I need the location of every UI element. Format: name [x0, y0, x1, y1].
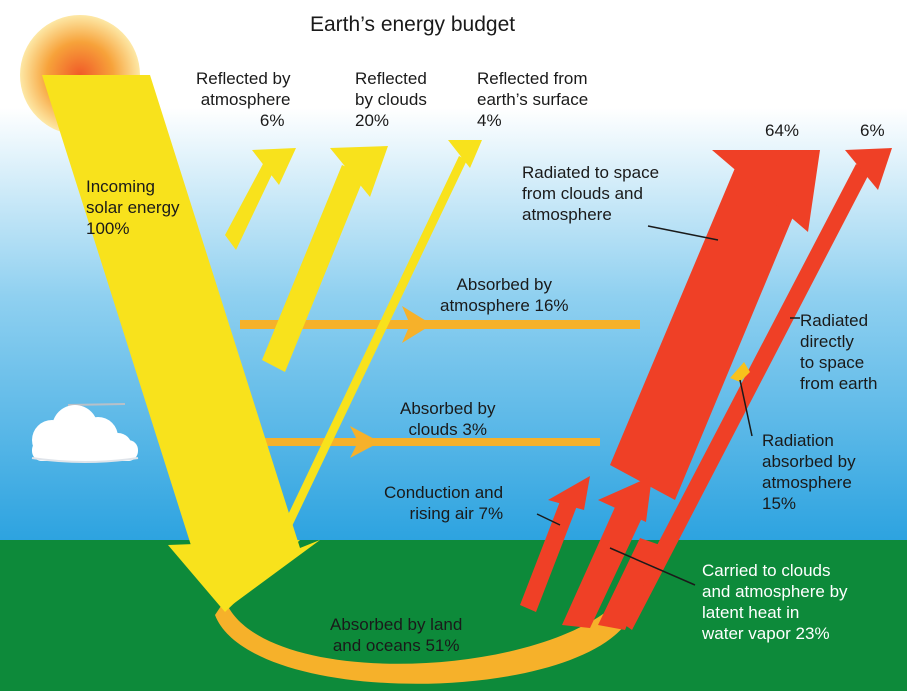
- reflected-surface-arrow: [276, 140, 482, 543]
- radiated-direct-label: Radiated directly to space from earth: [800, 311, 878, 393]
- absorbed-clouds-label: Absorbed by clouds 3%: [400, 399, 496, 439]
- reflected-atmosphere-arrow: [225, 148, 296, 250]
- leader-lines: [536, 225, 800, 586]
- radiation-absorbed-arrow: [730, 362, 750, 382]
- radiated-direct-percent: 6%: [860, 121, 885, 140]
- cloud-icon: [31, 403, 139, 463]
- conduction-label: Conduction and rising air 7%: [384, 483, 504, 523]
- diagram-title: Earth’s energy budget: [310, 13, 516, 36]
- radiated-space-arrow: [610, 150, 820, 500]
- absorbed-land-label: Absorbed by land and oceans 51%: [330, 615, 463, 655]
- absorbed-clouds-arrow: [250, 426, 600, 458]
- incoming-solar-arrow-tip: [168, 540, 300, 612]
- absorbed-atmosphere-label: Absorbed by atmosphere 16%: [440, 275, 569, 315]
- latent-heat-label: Carried to clouds and atmosphere by late…: [702, 561, 848, 643]
- radiated-space-percent: 64%: [765, 121, 800, 140]
- conduction-arrow: [520, 476, 590, 612]
- reflected-atmosphere-label: Reflected by atmosphere 6%: [196, 69, 291, 130]
- incoming-solar-label: Incoming solar energy 100%: [86, 177, 180, 238]
- absorbed-atmosphere-arrow: [240, 306, 640, 343]
- reflected-clouds-arrow: [262, 146, 388, 372]
- incoming-solar-arrow: [42, 75, 320, 610]
- reflected-surface-label: Reflected from earth’s surface 4%: [477, 69, 589, 130]
- radiated-space-label: Radiated to space from clouds and atmosp…: [522, 163, 660, 224]
- radiation-absorbed-label: Radiation absorbed by atmosphere 15%: [762, 431, 856, 513]
- reflected-clouds-label: Reflected by clouds 20%: [355, 69, 427, 130]
- latent-heat-arrow: [562, 476, 660, 630]
- absorbed-land-band: [215, 600, 625, 684]
